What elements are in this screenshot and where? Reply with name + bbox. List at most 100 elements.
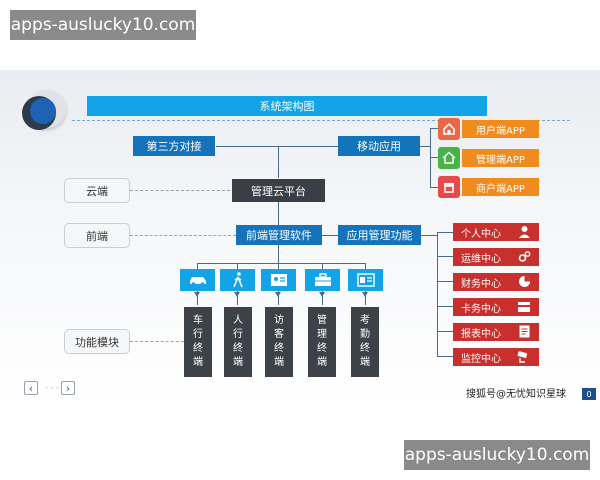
- terminal-char: 考: [360, 315, 370, 326]
- connector-t5: [365, 263, 366, 269]
- camera-icon: [517, 350, 532, 366]
- functions-bracket-v: [437, 232, 438, 356]
- connector-v-low: [278, 245, 279, 263]
- connector-v-top: [278, 146, 279, 178]
- front-dash: [130, 235, 236, 236]
- terminal-visitor: 访客终端: [265, 307, 293, 377]
- functions-bracket-5: [437, 331, 453, 332]
- app-functions-box: 应用管理功能: [338, 225, 421, 245]
- function-personal-center: 个人中心: [453, 223, 539, 241]
- pager-prev-button[interactable]: ‹: [24, 381, 38, 395]
- terminal-char: 行: [193, 329, 203, 340]
- house-icon: [438, 147, 460, 169]
- terminal-char: 终: [360, 343, 370, 354]
- functions-bracket-1: [437, 232, 453, 233]
- terminal-char: 终: [193, 343, 203, 354]
- connector-t4: [322, 263, 323, 269]
- terminal-char: 终: [317, 343, 327, 354]
- terminal-char: 人: [233, 315, 243, 326]
- diagram-slide: 系统架构图 第三方对接 移动应用 管理云平台 前端管理软件 应用管理功能 云端 …: [0, 70, 600, 408]
- terminal-char: 理: [317, 329, 327, 340]
- admin-app-box: 管理端APP: [462, 149, 539, 167]
- functions-bracket-4: [437, 306, 453, 307]
- layer-cloud-label: 云端: [64, 178, 130, 203]
- terminal-char: 客: [274, 329, 284, 340]
- source-badge: 0: [582, 388, 596, 400]
- arrow-stem-4: [322, 291, 323, 305]
- gears-icon: [518, 250, 531, 266]
- merchant-app-box: 商户端APP: [462, 178, 539, 196]
- function-monitor-center: 监控中心: [453, 348, 539, 366]
- third-party-box: 第三方对接: [133, 136, 215, 156]
- terminal-char: 端: [274, 357, 284, 368]
- function-finance-center: 财务中心: [453, 273, 539, 291]
- decor-circle-blue: [30, 98, 56, 124]
- functions-bracket-6: [437, 356, 453, 357]
- arrow-stem-5: [365, 291, 366, 305]
- pedestrian-icon: [220, 269, 255, 291]
- connector-t1: [197, 263, 198, 269]
- cloud-dash: [130, 190, 230, 191]
- connector-h-mid: [322, 235, 338, 236]
- apps-bracket-v: [430, 128, 431, 188]
- function-ops-center: 运维中心: [453, 248, 539, 266]
- terminal-attendance: 考勤终端: [351, 307, 379, 377]
- terminal-vehicle: 车行终端: [184, 307, 212, 377]
- source-credit: 搜狐号@无忧知识星球: [466, 389, 566, 400]
- modules-dash: [130, 341, 184, 342]
- arrow-stem-1: [197, 291, 198, 305]
- car-icon: [180, 269, 215, 291]
- terminal-management: 管理终端: [308, 307, 336, 377]
- arrow-stem-3: [278, 291, 279, 305]
- connector-v-mid: [278, 200, 279, 225]
- briefcase-icon: [305, 269, 340, 291]
- function-report-center: 报表中心: [453, 323, 539, 341]
- connector-t2: [237, 263, 238, 269]
- layer-modules-label: 功能模块: [64, 329, 130, 354]
- cloud-platform-box: 管理云平台: [232, 179, 325, 202]
- terminal-char: 端: [317, 357, 327, 368]
- terminal-char: 访: [274, 315, 284, 326]
- pie-chart-icon: [518, 275, 531, 291]
- title-underline: [72, 120, 570, 121]
- function-label: 监控中心: [461, 353, 501, 365]
- function-card-center: 卡务中心: [453, 298, 539, 316]
- functions-bracket-stub: [421, 235, 437, 236]
- function-label: 运维中心: [461, 253, 501, 265]
- function-label: 卡务中心: [461, 303, 501, 315]
- pager-next-button[interactable]: ›: [61, 381, 75, 395]
- mobile-app-box: 移动应用: [338, 136, 420, 156]
- pager-dots: - - -: [45, 383, 59, 392]
- function-label: 财务中心: [461, 278, 501, 290]
- layer-front-label: 前端: [64, 223, 130, 248]
- id-card-icon: [261, 269, 296, 291]
- terminal-char: 端: [360, 357, 370, 368]
- terminal-char: 端: [193, 357, 203, 368]
- terminal-char: 勤: [360, 329, 370, 340]
- apps-bracket-stub: [420, 146, 430, 147]
- connector-h-terminals: [197, 263, 365, 264]
- arrow-stem-2: [237, 291, 238, 305]
- terminal-char: 行: [233, 329, 243, 340]
- watermark-top: apps-auslucky10.com: [10, 10, 196, 40]
- apps-bracket-3: [430, 187, 438, 188]
- apps-bracket-1: [430, 128, 438, 129]
- document-icon: [519, 325, 530, 341]
- diagram-title: 系统架构图: [87, 96, 487, 116]
- person-icon: [518, 225, 531, 241]
- watermark-bottom: apps-auslucky10.com: [404, 440, 590, 470]
- terminal-char: 终: [274, 343, 284, 354]
- terminal-char: 终: [233, 343, 243, 354]
- terminal-char: 车: [193, 315, 203, 326]
- home-icon: [438, 118, 460, 140]
- terminal-pedestrian: 人行终端: [224, 307, 252, 377]
- card-icon: [517, 301, 531, 316]
- attendance-card-icon: [348, 269, 383, 291]
- terminal-char: 管: [317, 315, 327, 326]
- user-app-box: 用户端APP: [462, 120, 539, 138]
- front-software-box: 前端管理软件: [236, 225, 322, 245]
- apps-bracket-2: [430, 157, 438, 158]
- connector-t3: [278, 263, 279, 269]
- functions-bracket-2: [437, 256, 453, 257]
- function-label: 个人中心: [461, 228, 501, 240]
